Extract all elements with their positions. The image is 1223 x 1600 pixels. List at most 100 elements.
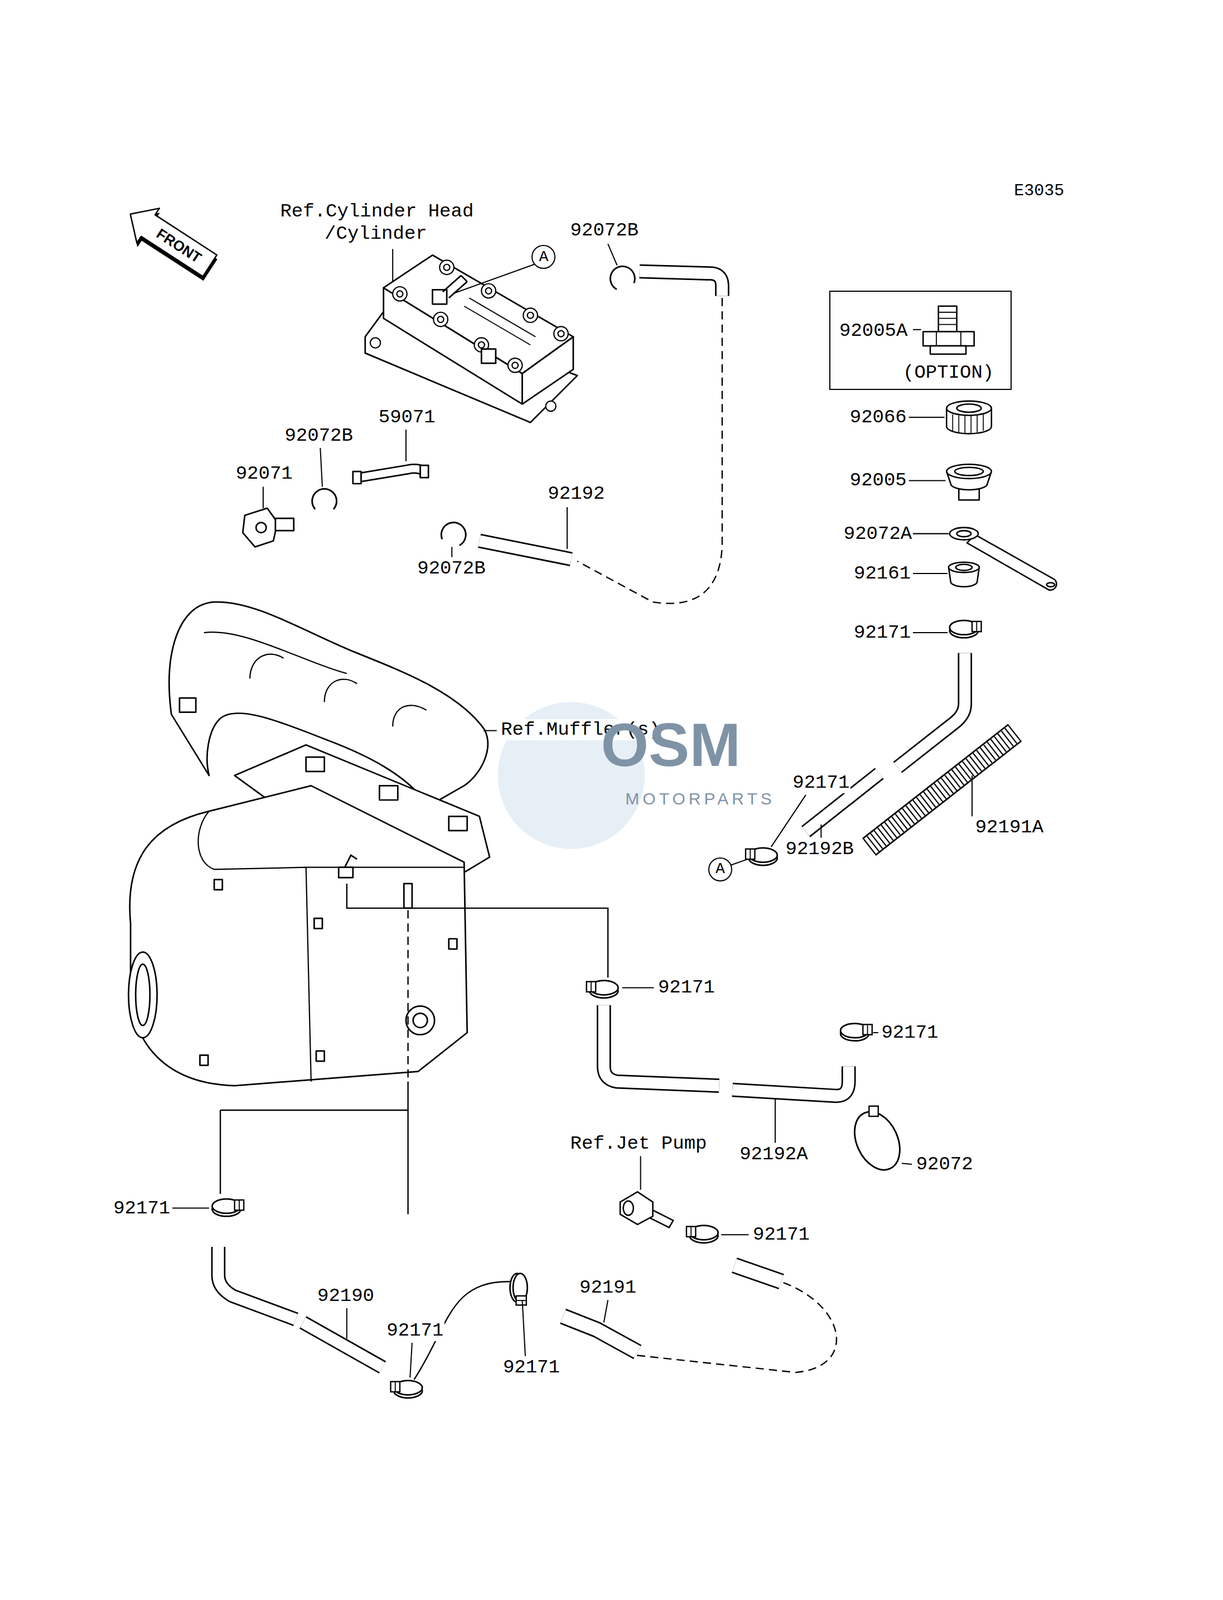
right-fittings-part: [938, 312, 957, 325]
leader-lines-part: [483, 730, 497, 732]
muffler-part: [128, 951, 157, 1038]
cylinder-head: [365, 254, 578, 423]
cylinder-head-part-part: [370, 337, 381, 348]
cylinder-head-part: [370, 259, 569, 412]
arrow-outline: [119, 196, 222, 283]
callout-number: 92171: [880, 1021, 940, 1043]
routing-lines-part: [346, 883, 608, 978]
hoses-part: [897, 653, 966, 768]
leader-lines-part: [262, 486, 264, 508]
leader-lines-part: [405, 429, 407, 462]
right-fittings-part: [1046, 582, 1056, 587]
label-holder: 92171: [656, 975, 717, 999]
label-holder: 92171: [791, 771, 851, 794]
routing-lines-part: [220, 1081, 409, 1215]
muffler-part: [448, 938, 458, 949]
callout-number: 92005A: [839, 319, 908, 342]
plug-and-pipe-part: [255, 522, 267, 533]
label-holder: 92192: [546, 482, 606, 505]
hoses-part: [639, 271, 723, 297]
muffler-part: [204, 631, 427, 727]
callout-number: 92072B: [569, 219, 640, 241]
callout-number: 92066: [848, 406, 908, 428]
leader-lines-part: [392, 248, 394, 282]
hoses-part: [218, 1246, 296, 1319]
label-holder: Ref.Jet Pump: [569, 1132, 709, 1155]
leader-lines-part: [521, 1299, 525, 1356]
reference-label: Ref.Cylinder Head /Cylinder: [278, 200, 474, 245]
leader-lines-part: [451, 546, 453, 557]
cylinder-head-part-part: [481, 283, 496, 299]
cylinder-head-part-part: [557, 330, 564, 337]
cylinder-head-part-part: [527, 312, 534, 319]
hoses-part: [479, 540, 572, 559]
clips-part: [312, 488, 337, 509]
leader-lines-part: [607, 243, 617, 265]
hose-clamps-part: [390, 1380, 423, 1398]
label-holder: 92171: [751, 1223, 811, 1246]
hose-clamps-part: [586, 980, 619, 998]
callout-number: 92005: [848, 469, 908, 491]
leader-lines-part: [346, 1307, 348, 1339]
jet-pump-fitting-part: [623, 1200, 634, 1216]
cylinder-head-part: [383, 254, 574, 374]
leader-lines-part: [409, 1342, 413, 1377]
leader-lines-part: [730, 858, 748, 865]
clips-part: [606, 262, 637, 290]
right-fittings-part: [956, 530, 972, 537]
leader-lines-part: [566, 506, 568, 549]
right-fittings-part: [946, 463, 992, 479]
hoses-part: [639, 271, 723, 297]
plug-and-pipe-part: [359, 468, 425, 478]
leader-lines-part: [820, 824, 822, 838]
label-holder: Ref.Cylinder Head /Cylinder: [253, 200, 500, 245]
cylinder-head-part-part: [439, 259, 454, 275]
routing-lines-part: [634, 1282, 837, 1372]
routing-lines-part: [407, 910, 409, 1082]
right-fittings-part: [948, 562, 980, 573]
clips-part: [439, 518, 470, 546]
label-holder: 92066: [848, 405, 908, 429]
muffler-part: [129, 785, 468, 1086]
hoses: [218, 271, 1015, 1367]
hose-clamps-part: [949, 620, 982, 638]
muffler-part: [448, 815, 468, 831]
cylinder-head-part-part: [508, 358, 523, 373]
clips: [312, 262, 910, 1177]
leader-lines-part: [774, 1098, 776, 1143]
leader-lines-part: [640, 1155, 642, 1189]
label-holder: 59071: [377, 405, 437, 429]
label-holder: 92005: [848, 469, 908, 492]
muffler-part: [197, 810, 464, 1082]
cylinder-head-part: [442, 275, 468, 298]
label-holder: 92171: [501, 1355, 562, 1379]
muffler-part: [403, 883, 413, 908]
cylinder-head-part-part: [437, 316, 444, 323]
watermark: OSM: [599, 709, 742, 779]
leader-lines-part: [912, 631, 948, 633]
hose-clamps-part: [840, 1023, 873, 1041]
label-holder: 92171: [880, 1021, 940, 1044]
muffler-part: [405, 1005, 435, 1034]
hoses-part: [897, 653, 966, 768]
option-box: 92005A(OPTION): [829, 290, 1012, 390]
jet-pump-fitting: [620, 1191, 674, 1227]
label-holder: OSM: [599, 712, 742, 777]
hose-clamps-part: [745, 847, 778, 865]
label-holder: 92072B: [283, 424, 354, 447]
plug-and-pipe-part: [420, 465, 429, 478]
callout-number: 92191: [578, 1276, 638, 1298]
right-fittings-part: [930, 345, 966, 355]
callout-number: 92072: [915, 1153, 975, 1175]
muffler-part: [306, 756, 325, 772]
cylinder-head-part-part: [433, 312, 448, 327]
right-fittings-part: [952, 414, 984, 434]
cylinder-head-part-part: [392, 286, 408, 302]
right-fittings-part: [949, 527, 979, 540]
leader-lines-part: [912, 572, 948, 574]
reference-label: Ref.Jet Pump: [569, 1132, 709, 1154]
label-holder: E3035: [1012, 179, 1066, 202]
hoses-part: [734, 1264, 782, 1281]
hoses-part: [734, 1264, 782, 1281]
